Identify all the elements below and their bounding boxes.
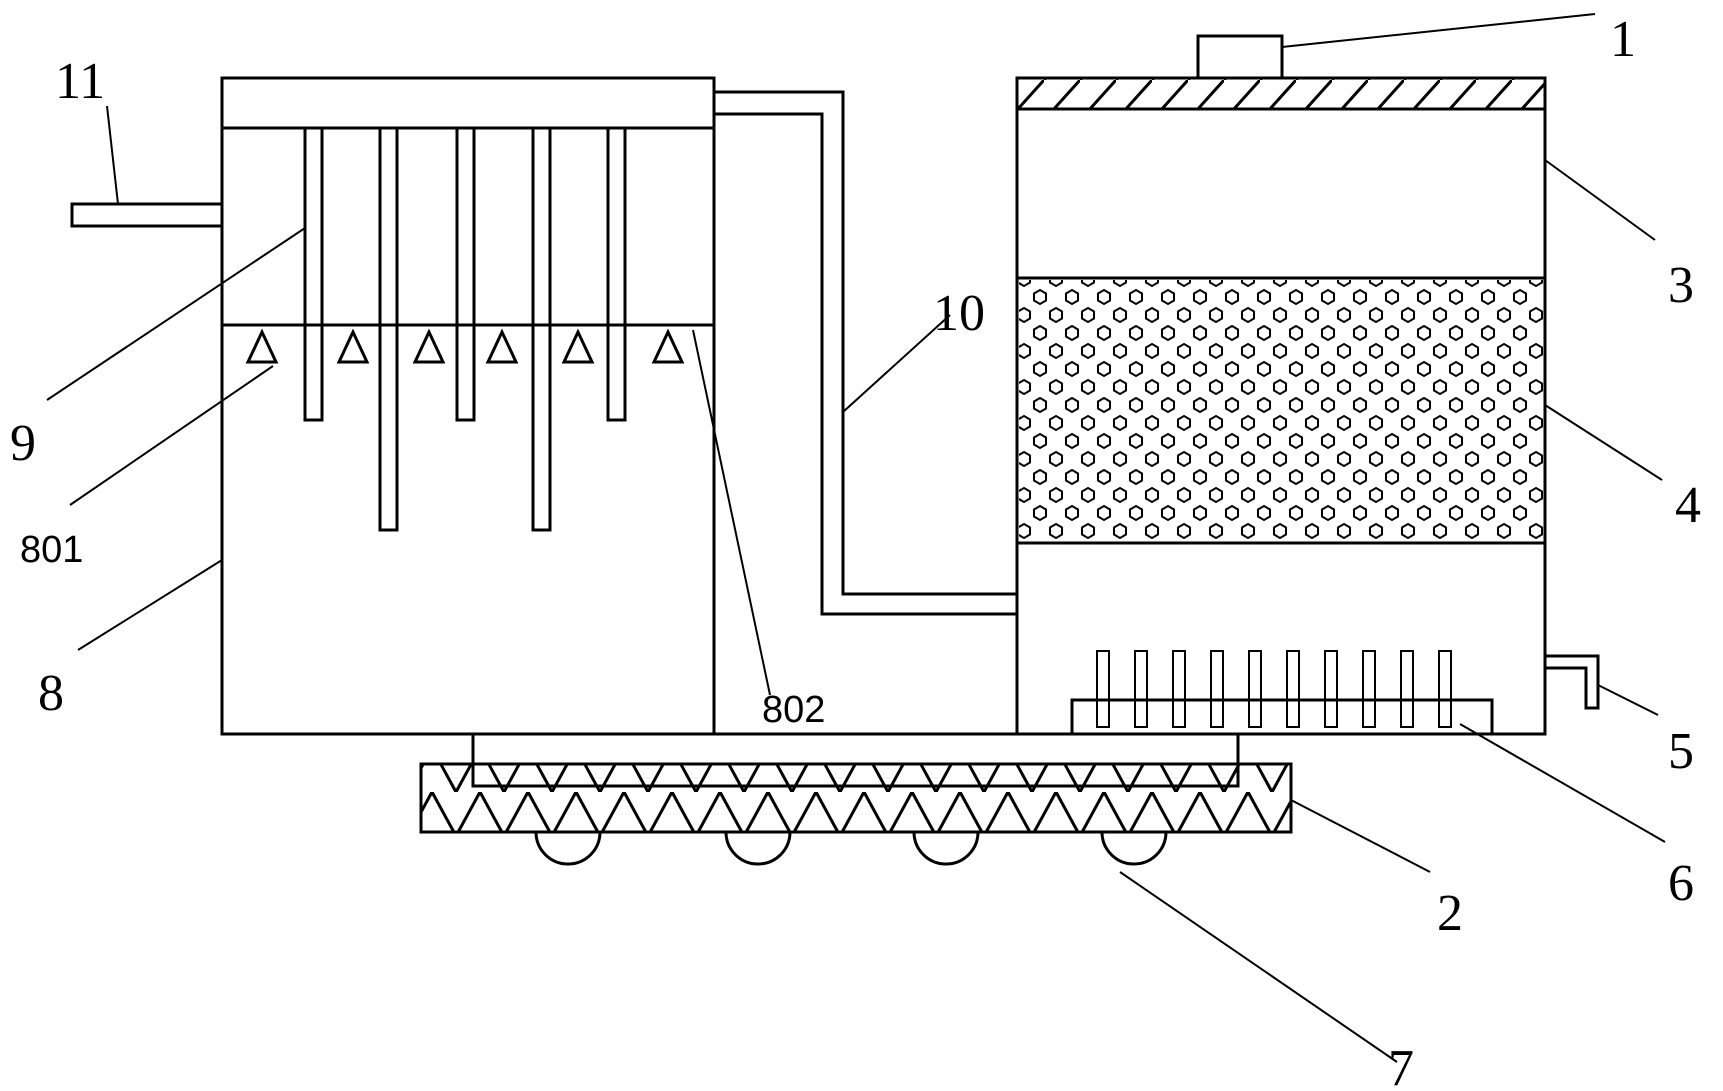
label-3: 3 [1668, 257, 1694, 314]
inlet-cap [1196, 34, 1284, 80]
label-4: 4 [1675, 477, 1701, 534]
lid [1015, 76, 1547, 111]
label-7: 7 [1388, 1040, 1414, 1091]
label-6: 6 [1668, 855, 1694, 912]
label-1: 1 [1610, 11, 1636, 68]
exhaust-pipe [70, 202, 224, 228]
connecting-duct [714, 90, 1017, 616]
wheels [534, 831, 1168, 866]
base-platform [419, 732, 1293, 834]
label-8: 8 [38, 665, 64, 722]
drain-pipe [1545, 654, 1600, 710]
heating-element [1070, 650, 1494, 736]
filter-layer [1019, 280, 1543, 541]
label-10: 10 [933, 285, 985, 342]
label-2: 2 [1437, 885, 1463, 942]
label-5: 5 [1668, 723, 1694, 780]
label-801: 801 [20, 529, 83, 571]
spray-nozzles [245, 328, 685, 364]
baffle-plates [303, 126, 627, 532]
label-802: 802 [762, 689, 825, 731]
leader-lines [46, 13, 1666, 1063]
label-9: 9 [10, 415, 36, 472]
label-11: 11 [55, 53, 105, 110]
spray-tower [220, 76, 716, 736]
